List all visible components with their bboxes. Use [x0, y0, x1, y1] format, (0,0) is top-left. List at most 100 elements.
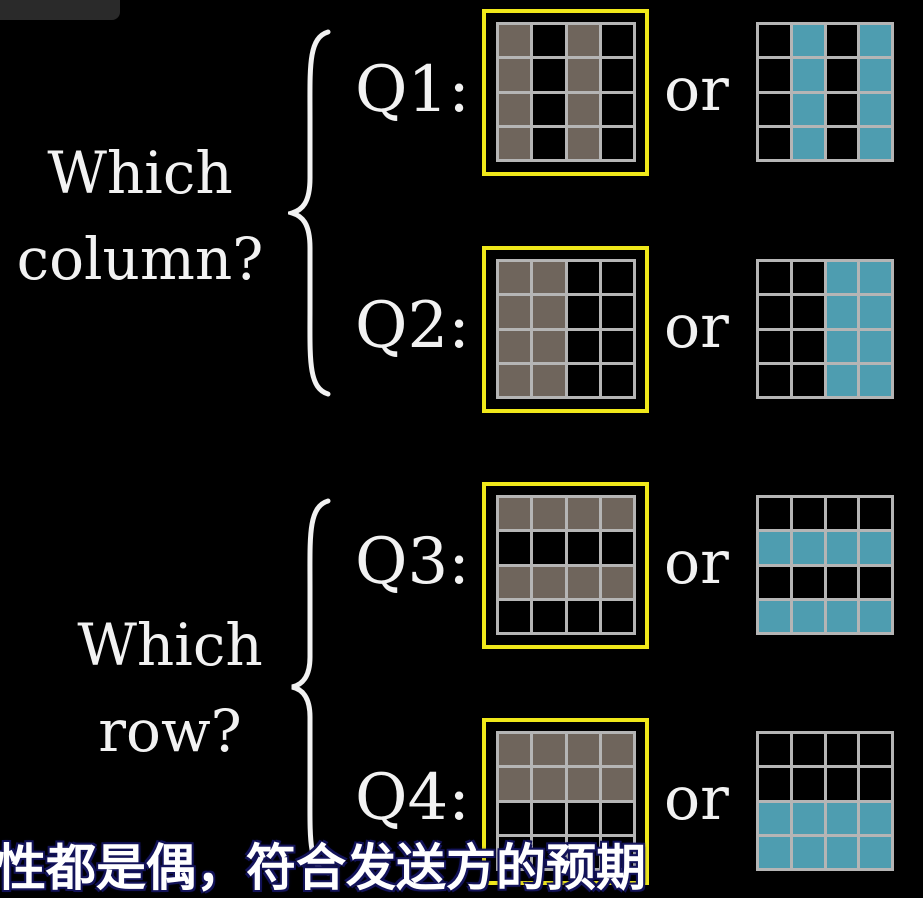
or-text: or: [664, 764, 729, 834]
parity-grid-left: [496, 259, 636, 399]
parity-grid-left: [496, 495, 636, 635]
grid-cell: [601, 566, 633, 598]
grid-cell: [601, 600, 633, 632]
grid-cell: [826, 25, 858, 57]
grid-cell: [567, 330, 599, 362]
grid-cell: [499, 498, 531, 530]
grid-cell: [601, 802, 633, 834]
grid-cell: [567, 262, 599, 294]
grid-cell: [499, 802, 531, 834]
grid-cell: [533, 364, 565, 396]
group-label-column: Which column?: [10, 130, 270, 302]
grid-cell: [826, 262, 858, 294]
grid-cell: [601, 262, 633, 294]
grid-cell: [567, 93, 599, 125]
highlight-frame: [482, 718, 649, 885]
grid-cell: [792, 93, 824, 125]
grid-cell: [567, 768, 599, 800]
group-label-line1: Which: [47, 139, 233, 207]
grid-cell: [533, 127, 565, 159]
grid-cell: [567, 802, 599, 834]
grid-cell: [860, 25, 891, 57]
grid-cell: [601, 330, 633, 362]
grid-cell: [792, 836, 824, 868]
grid-cell: [499, 93, 531, 125]
grid-cell: [792, 768, 824, 800]
grid-cell: [533, 296, 565, 328]
grid-cell: [860, 532, 891, 564]
left-brace-icon: [291, 498, 331, 876]
video-subtitle: 性都是偶，符合发送方的预期: [0, 839, 646, 897]
grid-cell: [533, 734, 565, 766]
grid-cell: [601, 25, 633, 57]
grid-cell: [759, 802, 790, 834]
grid-cell: [499, 532, 531, 564]
grid-cell: [567, 296, 599, 328]
grid-cell: [826, 802, 858, 834]
grid-cell: [860, 59, 891, 91]
grid-cell: [826, 836, 858, 868]
grid-cell: [499, 262, 531, 294]
grid-cell: [826, 734, 858, 766]
grid-cell: [759, 364, 790, 396]
parity-grid-left: [496, 22, 636, 162]
grid-cell: [792, 330, 824, 362]
grid-cell: [759, 262, 790, 294]
group-label-line2: row?: [98, 697, 242, 765]
grid-cell: [533, 836, 565, 868]
question-label: Q3:: [355, 525, 470, 599]
grid-cell: [792, 25, 824, 57]
parity-grid-right: [756, 259, 894, 399]
grid-cell: [826, 498, 858, 530]
grid-cell: [567, 836, 599, 868]
top-overlay-bar: [0, 0, 120, 20]
or-text: or: [664, 528, 729, 598]
grid-cell: [860, 127, 891, 159]
question-label: Q4:: [355, 761, 470, 835]
grid-cell: [759, 296, 790, 328]
highlight-frame: [482, 9, 649, 176]
grid-cell: [601, 532, 633, 564]
grid-cell: [792, 734, 824, 766]
grid-cell: [499, 59, 531, 91]
grid-cell: [860, 734, 891, 766]
grid-cell: [759, 734, 790, 766]
group-label-line1: Which: [77, 611, 263, 679]
grid-cell: [759, 93, 790, 125]
grid-cell: [826, 364, 858, 396]
grid-cell: [792, 262, 824, 294]
grid-cell: [567, 600, 599, 632]
grid-cell: [567, 498, 599, 530]
grid-cell: [601, 127, 633, 159]
grid-cell: [759, 566, 790, 598]
parity-grid-right: [756, 22, 894, 162]
grid-cell: [792, 498, 824, 530]
grid-cell: [792, 600, 824, 632]
grid-cell: [601, 734, 633, 766]
grid-cell: [533, 59, 565, 91]
grid-cell: [792, 532, 824, 564]
grid-cell: [533, 566, 565, 598]
grid-cell: [826, 566, 858, 598]
grid-cell: [759, 768, 790, 800]
grid-cell: [860, 498, 891, 530]
grid-cell: [860, 566, 891, 598]
grid-cell: [601, 836, 633, 868]
grid-cell: [826, 93, 858, 125]
grid-cell: [792, 296, 824, 328]
highlight-frame: [482, 246, 649, 413]
parity-grid-right: [756, 495, 894, 635]
grid-cell: [792, 127, 824, 159]
grid-cell: [860, 330, 891, 362]
grid-cell: [499, 768, 531, 800]
grid-cell: [860, 262, 891, 294]
grid-cell: [499, 127, 531, 159]
grid-cell: [826, 127, 858, 159]
grid-cell: [860, 802, 891, 834]
grid-cell: [499, 836, 531, 868]
grid-cell: [567, 25, 599, 57]
grid-cell: [860, 768, 891, 800]
grid-cell: [533, 532, 565, 564]
highlight-frame: [482, 482, 649, 649]
grid-cell: [499, 734, 531, 766]
